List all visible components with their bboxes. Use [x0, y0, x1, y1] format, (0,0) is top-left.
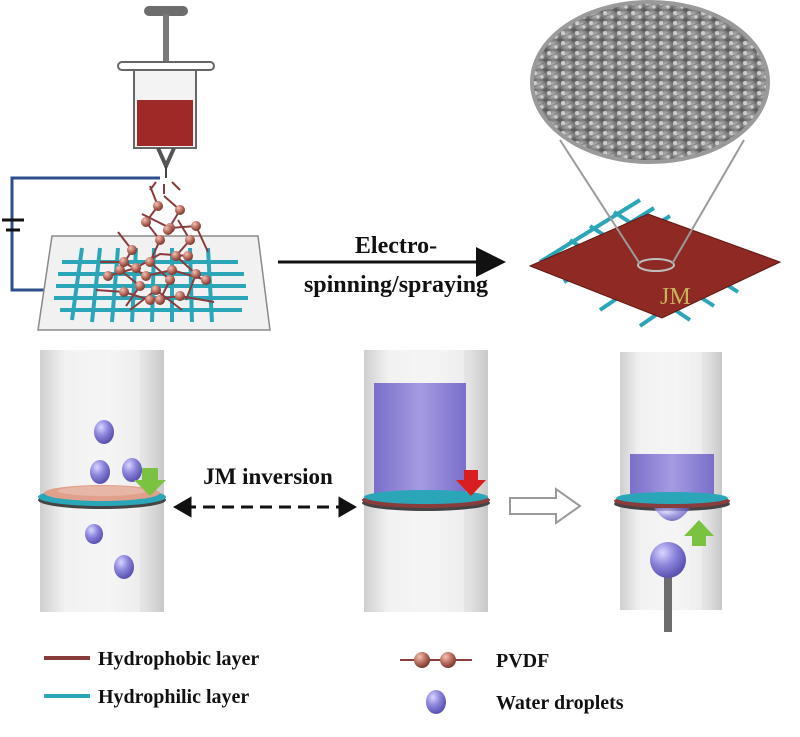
high-voltage-circuit [2, 176, 160, 292]
sem-zoom-lines [559, 139, 745, 265]
green-arrow-down [134, 468, 166, 496]
legend: Hydrophobic layer Hydrophilic layer PVDF… [44, 648, 624, 714]
syringe [117, 6, 215, 178]
inversion-label: JM inversion [203, 464, 333, 489]
legend-hydrophobic-label: Hydrophobic layer [98, 648, 259, 670]
legend-water-swatch [426, 690, 446, 714]
green-arrow-up [684, 520, 714, 546]
janus-membrane [528, 198, 782, 328]
tube-right [614, 352, 730, 610]
membrane-label: JM [660, 284, 691, 310]
legend-hydrophilic-label: Hydrophilic layer [98, 686, 249, 708]
water-droplets-left [85, 420, 142, 579]
spray-dashes [149, 181, 181, 194]
red-arrow-down [456, 470, 486, 496]
legend-pvdf-swatch [400, 652, 472, 668]
droplet-on-needle [650, 542, 686, 632]
pvdf-bead-group [103, 201, 211, 305]
legend-water-label: Water droplets [496, 692, 624, 714]
process-label-line1: Electro- [355, 233, 437, 259]
inversion-arrow [172, 496, 358, 518]
hollow-arrow [509, 487, 582, 525]
legend-pvdf-label: PVDF [496, 650, 549, 672]
sem-micrograph [530, 0, 770, 164]
process-label-line2: spinning/spraying [304, 272, 488, 298]
